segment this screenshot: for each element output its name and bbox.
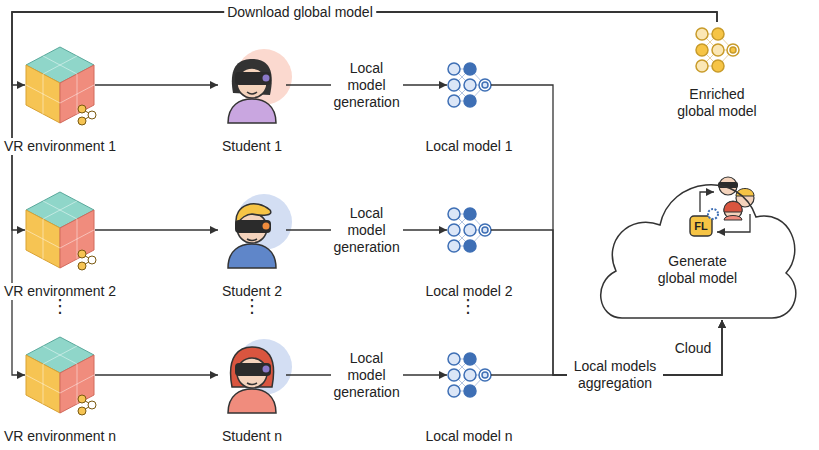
caption-holder: VR environment 1 [2,138,118,155]
caption-holder: Student 1 [220,138,284,155]
student-avatar [228,194,292,268]
vertical-ellipsis: ⋮ [48,297,72,314]
label-holder: Cloud [672,340,715,357]
student: Student n [218,337,286,413]
global-network-icon [696,28,739,72]
caption-holder: Local model n [423,428,514,445]
cloud-shape [601,185,796,318]
edge-label: Download global model [224,4,376,21]
connector-arrow [12,12,717,230]
connector-arrow [491,230,722,375]
global-model: Enriched global model [694,22,740,78]
node-caption: Student n [220,428,284,445]
caption-holder: Student n [220,428,284,445]
edge-label: Local model generation [331,60,403,111]
edge-label-holder: Local model generation [331,350,403,401]
neural-network-icon [448,353,491,397]
node-caption: Local model n [423,428,514,445]
edge-label-holder: Download global model [224,4,376,21]
caption-holder: VR environment n [2,428,118,445]
neural-network-icon [448,208,491,252]
student-avatar [228,49,292,123]
vr-environment: VR environment 2 [25,190,95,270]
caption-holder: Local model 1 [423,138,514,155]
cloud-label: Cloud [672,340,715,357]
label-holder: ⋮ [240,297,264,314]
node-caption: Local model 1 [423,138,514,155]
caption-holder: Generate global model [653,253,743,287]
label-holder: FL [691,218,710,235]
vr-cube [26,337,96,415]
local-model: Local model 2 [447,202,491,258]
connector-arrow [95,374,218,375]
connector-arrow [491,85,722,375]
caption-holder: Enriched global model [672,86,762,120]
local-model: Local model 1 [447,57,491,113]
edge-label-holder: Local model generation [331,60,403,111]
node-caption: Generate global model [653,253,743,287]
local-model: Local model n [447,347,491,403]
connector-arrow [12,12,717,375]
neural-network-icon [448,63,491,107]
vr-cube [26,192,96,270]
connector-arrow [95,84,218,85]
edge-label: Local models aggregation [567,358,663,392]
label-holder: ⋮ [456,297,480,314]
label-holder: ⋮ [48,297,72,314]
vertical-ellipsis: ⋮ [456,297,480,314]
node-caption: Student 1 [220,138,284,155]
vr-environment: VR environment 1 [25,45,95,125]
student: Student 2 [218,192,286,268]
node-caption: Enriched global model [672,86,762,120]
connector-arrow [95,229,218,230]
node-caption: VR environment n [2,428,118,445]
edge-label: Local model generation [331,350,403,401]
edge-label-holder: Local model generation [331,205,403,256]
student: Student 1 [218,47,286,123]
edge-label-holder: Local models aggregation [567,358,663,392]
edge-label: Local model generation [331,205,403,256]
vertical-ellipsis: ⋮ [240,297,264,314]
vr-cube [26,47,96,125]
student-avatar [228,339,292,413]
vr-environment: VR environment n [25,335,95,415]
fl-badge-text: FL [691,218,710,235]
node-caption: VR environment 1 [2,138,118,155]
